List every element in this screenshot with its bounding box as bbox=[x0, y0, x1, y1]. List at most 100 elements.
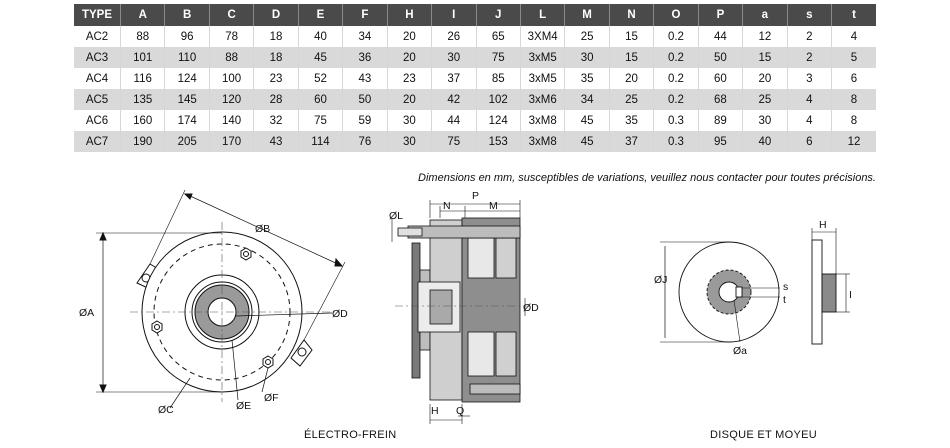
table-cell: 3xM5 bbox=[520, 68, 566, 89]
table-cell: 23 bbox=[387, 68, 433, 89]
dim-label-B: ØB bbox=[255, 223, 270, 235]
table-cell: 0.3 bbox=[653, 110, 699, 131]
table-cell: 25 bbox=[742, 89, 788, 110]
table-cell: 3xM6 bbox=[520, 89, 566, 110]
mounting-lug bbox=[290, 339, 313, 367]
column-header: E bbox=[298, 4, 344, 26]
table-cell: 4 bbox=[787, 89, 833, 110]
table-cell: 20 bbox=[387, 26, 433, 47]
disc-front-view bbox=[660, 241, 780, 343]
table-cell: 12 bbox=[831, 131, 876, 152]
table-cell: 6 bbox=[831, 68, 876, 89]
table-cell: AC3 bbox=[74, 47, 121, 68]
table-cell: 0.2 bbox=[653, 89, 699, 110]
table-cell: 96 bbox=[164, 26, 210, 47]
table-cell: 20 bbox=[609, 68, 655, 89]
table-cell: 35 bbox=[609, 110, 655, 131]
table-cell: 205 bbox=[164, 131, 210, 152]
column-header: A bbox=[120, 4, 166, 26]
table-cell: 34 bbox=[342, 26, 388, 47]
column-header: I bbox=[431, 4, 477, 26]
dim-label-A: ØA bbox=[79, 307, 94, 319]
dim-label-H-disc: H bbox=[819, 219, 827, 231]
brake-front-view bbox=[96, 189, 346, 409]
column-header: H bbox=[387, 4, 433, 26]
table-cell: 30 bbox=[564, 47, 610, 68]
table-cell: 75 bbox=[476, 47, 521, 68]
table-cell: 26 bbox=[431, 26, 477, 47]
table-cell: 95 bbox=[698, 131, 744, 152]
table-cell: 102 bbox=[476, 89, 521, 110]
dim-label-E: ØE bbox=[236, 400, 251, 412]
table-cell: 42 bbox=[431, 89, 477, 110]
table-cell: 15 bbox=[609, 47, 655, 68]
dim-label-P: P bbox=[472, 190, 479, 202]
dim-label-I: I bbox=[849, 289, 852, 301]
bolt-icon bbox=[262, 355, 274, 369]
table-cell: 37 bbox=[431, 68, 477, 89]
table-cell: AC6 bbox=[74, 110, 121, 131]
column-header: t bbox=[831, 4, 876, 26]
table-cell: 116 bbox=[120, 68, 166, 89]
table-cell: 30 bbox=[387, 110, 433, 131]
table-cell: 120 bbox=[209, 89, 255, 110]
table-cell: 18 bbox=[253, 26, 299, 47]
dim-label-H: H bbox=[431, 405, 439, 417]
dim-label-a: Øa bbox=[733, 345, 747, 357]
table-cell: 68 bbox=[698, 89, 744, 110]
table-cell: 40 bbox=[298, 26, 344, 47]
table-cell: 43 bbox=[253, 131, 299, 152]
dim-label-D-side: ØD bbox=[523, 302, 539, 314]
table-cell: 8 bbox=[831, 89, 876, 110]
table-cell: 100 bbox=[209, 68, 255, 89]
table-cell: AC4 bbox=[74, 68, 121, 89]
table-cell: 18 bbox=[253, 47, 299, 68]
caption-electro-frein: ÉLECTRO-FREIN bbox=[304, 429, 397, 441]
table-cell: 23 bbox=[253, 68, 299, 89]
table-cell: 60 bbox=[698, 68, 744, 89]
dimensions-note: Dimensions en mm, susceptibles de variat… bbox=[418, 172, 876, 184]
dim-label-t: t bbox=[783, 294, 786, 306]
caption-disque-et-moyeu: DISQUE ET MOYEU bbox=[710, 429, 817, 441]
table-cell: 44 bbox=[698, 26, 744, 47]
dim-label-M: M bbox=[489, 200, 498, 212]
table-cell: 3xM8 bbox=[520, 131, 566, 152]
table-cell: 6 bbox=[787, 131, 833, 152]
column-header: D bbox=[253, 4, 299, 26]
table-cell: 2 bbox=[787, 47, 833, 68]
table-cell: 4 bbox=[787, 110, 833, 131]
table-cell: 124 bbox=[164, 68, 210, 89]
dim-label-D: ØD bbox=[332, 308, 348, 320]
table-cell: 40 bbox=[742, 131, 788, 152]
column-header: J bbox=[476, 4, 521, 26]
table-cell: 75 bbox=[431, 131, 477, 152]
table-cell: 34 bbox=[564, 89, 610, 110]
table-cell: AC5 bbox=[74, 89, 121, 110]
table-cell: 28 bbox=[253, 89, 299, 110]
table-cell: 52 bbox=[298, 68, 344, 89]
dim-label-J: ØJ bbox=[654, 274, 667, 286]
table-cell: 3xM5 bbox=[520, 47, 566, 68]
dim-label-s: s bbox=[783, 281, 788, 293]
table-cell: 20 bbox=[387, 47, 433, 68]
column-header: s bbox=[787, 4, 833, 26]
table-cell: 37 bbox=[609, 131, 655, 152]
dim-label-Q: Q bbox=[456, 405, 464, 417]
table-cell: 3xM8 bbox=[520, 110, 566, 131]
table-cell: 3XM4 bbox=[520, 26, 566, 47]
table-cell: 50 bbox=[342, 89, 388, 110]
column-header: P bbox=[698, 4, 744, 26]
dim-label-F: ØF bbox=[264, 392, 279, 404]
table-cell: 174 bbox=[164, 110, 210, 131]
table-cell: 30 bbox=[742, 110, 788, 131]
table-cell: 190 bbox=[120, 131, 166, 152]
dim-label-C: ØC bbox=[158, 404, 174, 416]
table-cell: 153 bbox=[476, 131, 521, 152]
